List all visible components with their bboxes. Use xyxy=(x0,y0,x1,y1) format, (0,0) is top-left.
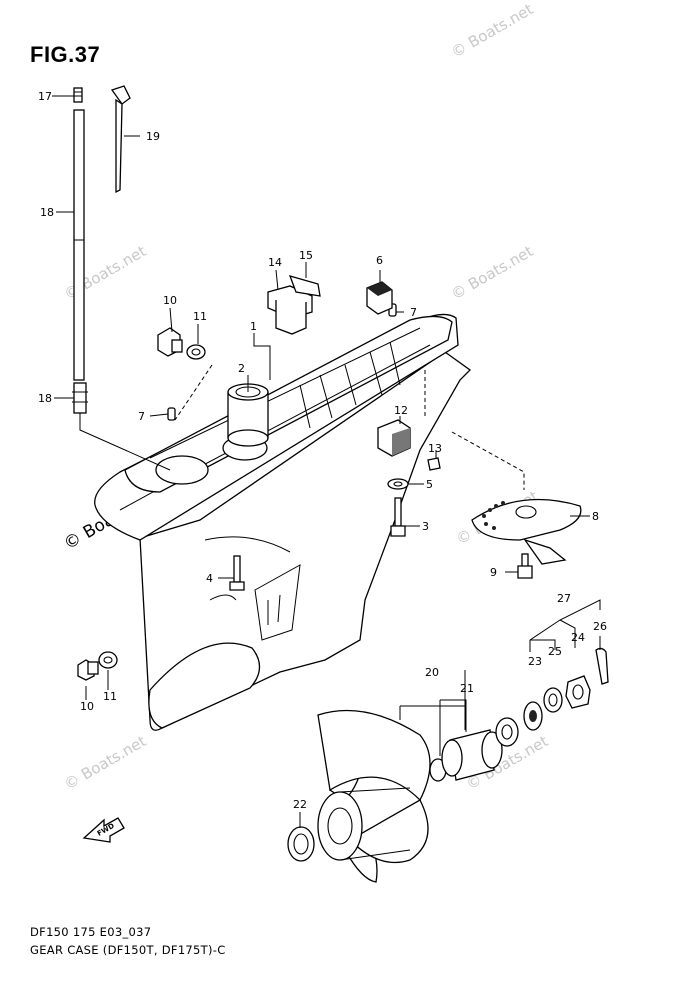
callout-22: 22 xyxy=(293,798,307,811)
callout-15: 15 xyxy=(299,249,313,262)
callout-12: 12 xyxy=(394,404,408,417)
watermark: © Boats.net xyxy=(448,242,536,303)
callout-7b: 7 xyxy=(138,410,145,423)
callout-2: 2 xyxy=(238,362,245,375)
brackets-14-15 xyxy=(267,275,321,335)
callout-25: 25 xyxy=(548,645,562,658)
fasteners xyxy=(77,303,533,681)
callout-27: 27 xyxy=(557,592,571,605)
callout-23: 23 xyxy=(528,655,542,668)
callout-21: 21 xyxy=(460,682,474,695)
callout-13: 13 xyxy=(428,442,442,455)
callout-10b: 10 xyxy=(80,700,94,713)
callout-9: 9 xyxy=(490,566,497,579)
callout-6: 6 xyxy=(376,254,383,267)
callout-18: 18 xyxy=(38,392,52,405)
callout-11: 11 xyxy=(193,310,207,323)
callout-19: 19 xyxy=(146,130,160,143)
callout-3: 3 xyxy=(422,520,429,533)
propeller-assembly xyxy=(287,647,609,883)
callout-1: 1 xyxy=(250,320,257,333)
callout-24: 24 xyxy=(571,631,585,644)
callout-10: 10 xyxy=(163,294,177,307)
callout-11b: 11 xyxy=(103,690,117,703)
gear-case xyxy=(94,313,472,731)
callout-4: 4 xyxy=(206,572,213,585)
watermark: © Boats.net xyxy=(448,0,536,61)
trim-tab-8 xyxy=(451,431,582,565)
footer-caption: GEAR CASE (DF150T, DF175T)-C xyxy=(30,943,226,957)
anode-12 xyxy=(377,419,411,457)
callout-5: 5 xyxy=(426,478,433,491)
forward-arrow-icon: FWD xyxy=(82,817,125,843)
figure-title: FIG.37 xyxy=(30,42,101,67)
callout-8: 8 xyxy=(592,510,599,523)
callout-numbers: 17 19 18 15 14 6 10 11 7 1 2 18 7 12 13 … xyxy=(38,90,607,811)
callout-20: 20 xyxy=(425,666,439,679)
footer-code: DF150 175 E03_037 xyxy=(30,925,152,939)
callout-26: 26 xyxy=(593,620,607,633)
shift-rod-parts xyxy=(72,85,171,471)
callout-17: 18 xyxy=(40,206,54,219)
watermark: © Boats.net xyxy=(61,732,149,793)
callout-14: 14 xyxy=(268,256,282,269)
anode-6 xyxy=(366,281,393,315)
callout-16: 17 xyxy=(38,90,52,103)
callout-7: 7 xyxy=(410,306,417,319)
leader-lines xyxy=(52,95,601,828)
